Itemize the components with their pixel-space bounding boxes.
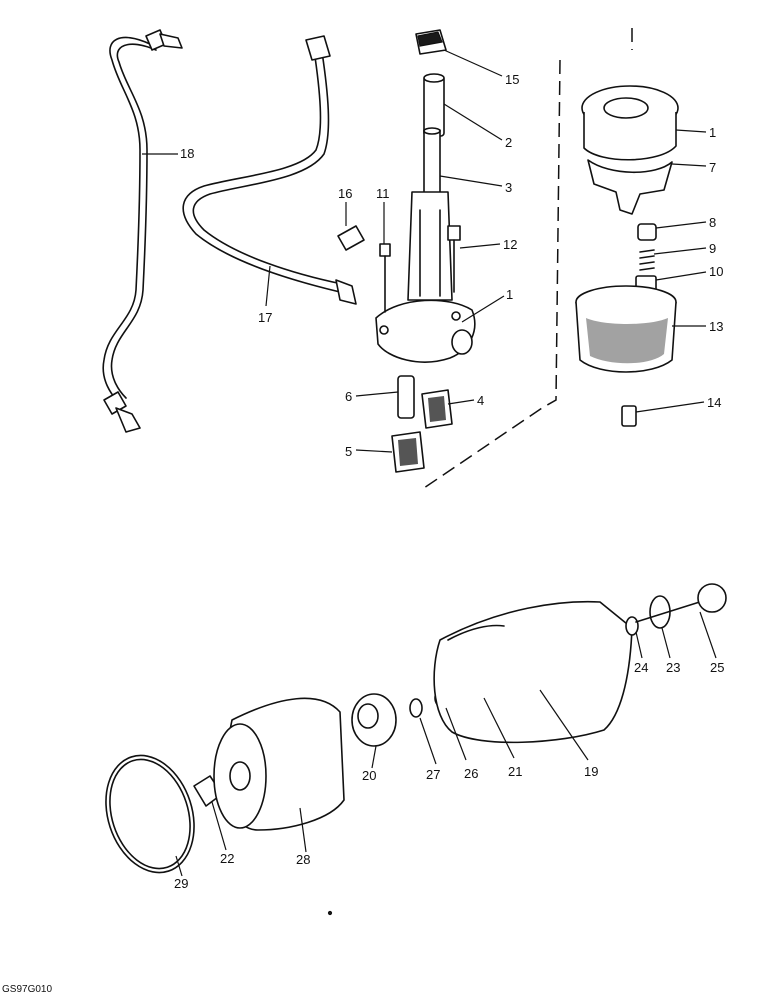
part-4-gear (421, 389, 453, 429)
part-19-canister (433, 600, 633, 744)
callout-7: 7 (709, 160, 716, 175)
callout-13: 13 (709, 319, 723, 334)
part-6-spindle (397, 375, 415, 419)
part-18-oil-pipe (102, 29, 183, 433)
callout-3: 3 (505, 180, 512, 195)
leader-lines (142, 49, 717, 877)
callout-25: 25 (710, 660, 724, 675)
part-25-centre-bolt (635, 583, 727, 623)
part-15-drive-gear (415, 29, 447, 55)
part-13-strainer (575, 285, 677, 373)
part-24-washer (625, 616, 639, 636)
callout-8: 8 (709, 215, 716, 230)
callout-1-body: 1 (506, 287, 513, 302)
part-1-cover (581, 85, 679, 161)
callout-10: 10 (709, 264, 723, 279)
callout-28: 28 (296, 852, 310, 867)
callout-27: 27 (426, 767, 440, 782)
part-8-valve (637, 223, 657, 241)
callout-labels: 15 2 3 1 7 8 9 10 13 14 18 16 11 12 1 17… (174, 72, 724, 891)
callout-24: 24 (634, 660, 648, 675)
callout-11: 11 (376, 186, 390, 201)
callout-22: 22 (220, 851, 234, 866)
part-20-valve (351, 693, 397, 747)
callout-17: 17 (258, 310, 272, 325)
part-12-bolt (447, 225, 461, 293)
part-11-bolt (379, 243, 391, 313)
part-14-screw (621, 405, 637, 427)
callout-9: 9 (709, 241, 716, 256)
part-5-gear (391, 431, 425, 473)
part-2-bush (423, 73, 445, 137)
callout-29: 29 (174, 876, 188, 891)
callout-16: 16 (338, 186, 352, 201)
callout-26: 26 (464, 766, 478, 781)
part-28-filter-element (213, 697, 345, 831)
callout-1-cover: 1 (709, 125, 716, 140)
callout-19: 19 (584, 764, 598, 779)
callout-2: 2 (505, 135, 512, 150)
callout-12: 12 (503, 237, 517, 252)
part-27-o-ring (409, 698, 423, 718)
drawing-code: GS97G010 (2, 984, 52, 995)
part-3-shaft (423, 127, 441, 211)
part-9-spring (639, 249, 655, 271)
callout-5: 5 (345, 444, 352, 459)
callout-18: 18 (180, 146, 194, 161)
part-17-oil-pipe (182, 35, 357, 305)
callout-23: 23 (666, 660, 680, 675)
callout-21: 21 (508, 764, 522, 779)
callout-6: 6 (345, 389, 352, 404)
callout-20: 20 (362, 768, 376, 783)
part-1-pump-body (375, 191, 476, 363)
callout-15: 15 (505, 72, 519, 87)
part-29-seal-ring (105, 754, 195, 874)
callout-14: 14 (707, 395, 721, 410)
callout-4: 4 (477, 393, 484, 408)
part-7-housing (587, 159, 673, 215)
assembly-outline-dashed (423, 28, 633, 489)
stray-dot (327, 910, 333, 916)
part-16-pin (337, 225, 365, 251)
